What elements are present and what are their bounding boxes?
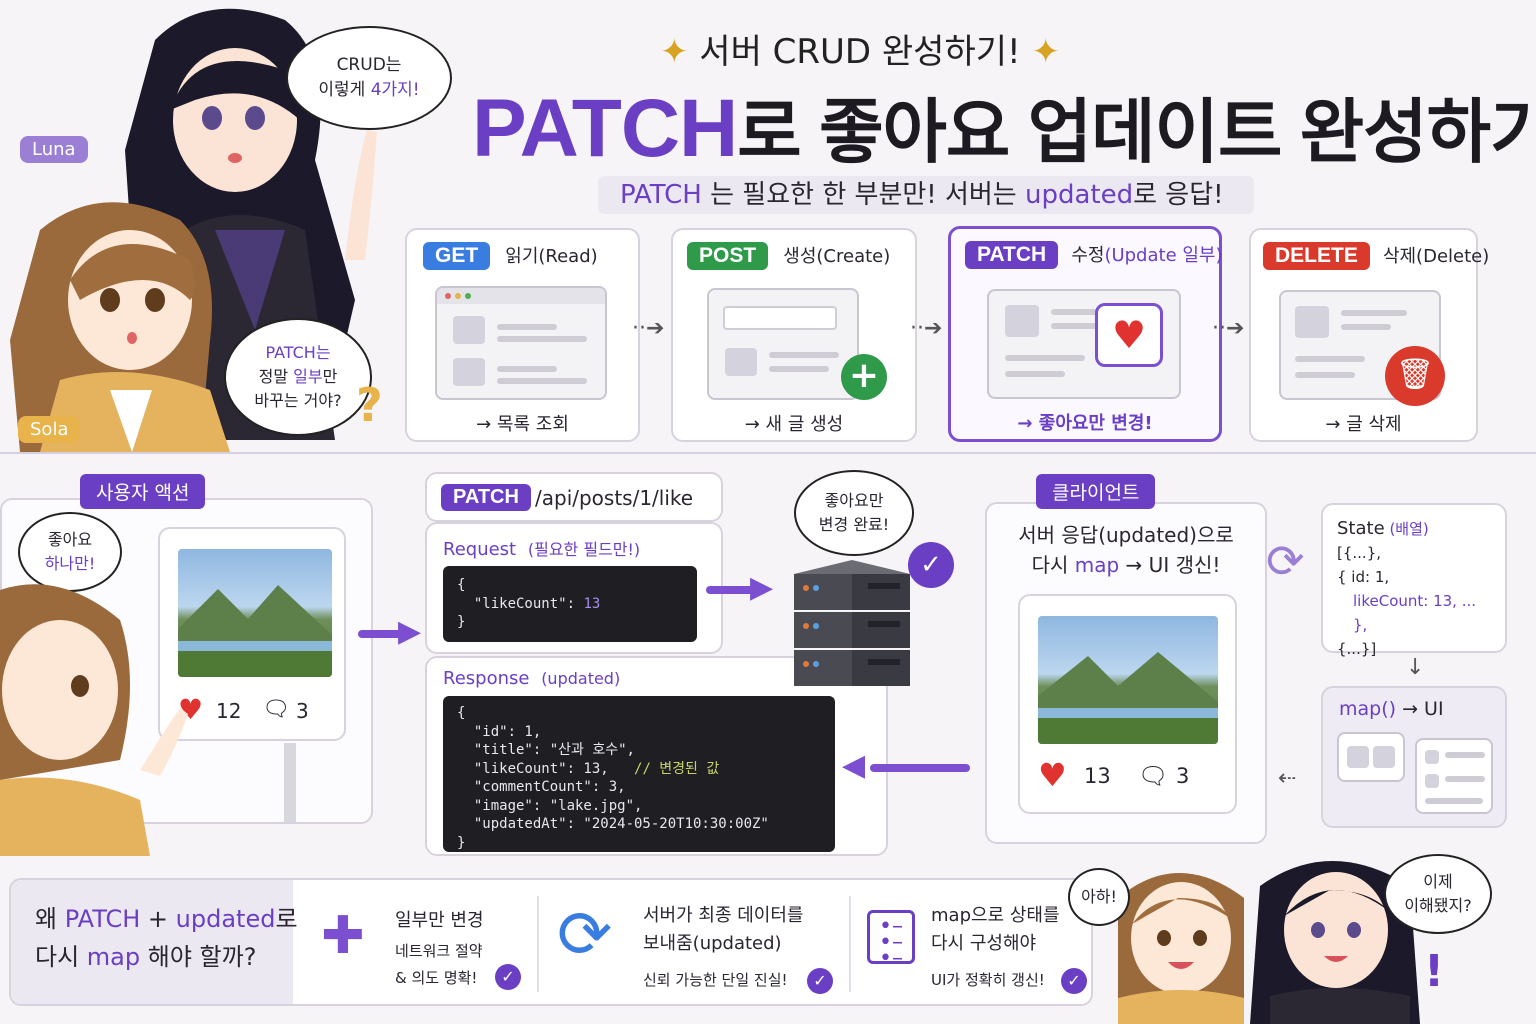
post-badge: POST bbox=[687, 242, 769, 270]
sola-character-illustration bbox=[10, 202, 230, 452]
endpoint-card: PATCH /api/posts/1/like bbox=[425, 472, 723, 522]
why-item-title: map으로 상태를 bbox=[931, 905, 1060, 926]
get-label: 읽기(Read) bbox=[505, 246, 598, 267]
response-card: Response (updated) { "id": 1, "title": "… bbox=[425, 656, 888, 856]
flow-arrow bbox=[358, 630, 408, 638]
section-divider bbox=[0, 452, 1536, 454]
list-view-icon bbox=[1415, 738, 1493, 814]
luna-speech-bubble: CRUD는 이렇게 4가지! bbox=[286, 26, 452, 130]
map-label: map() → UI bbox=[1339, 698, 1444, 720]
why-item-title: 서버가 최종 데이터를 bbox=[643, 905, 804, 926]
like-count: 12 bbox=[216, 699, 242, 723]
endpoint-path: /api/posts/1/like bbox=[535, 486, 694, 510]
refresh-icon: ⟳ bbox=[1266, 534, 1305, 588]
map-card: map() → UI bbox=[1321, 686, 1507, 828]
comment-count: 3 bbox=[1176, 764, 1190, 788]
why-item-title: 일부만 변경 bbox=[395, 910, 484, 931]
sola-name-tag: Sola bbox=[18, 416, 81, 443]
flow-arrow bbox=[870, 764, 970, 772]
client-description: 서버 응답(updated)으로 다시 map → UI 갱신! bbox=[1018, 523, 1234, 577]
response-code: { "id": 1, "title": "산과 호수", "likeCount"… bbox=[443, 696, 835, 852]
form-mockup bbox=[707, 288, 859, 400]
luna-thumbsup-illustration bbox=[1250, 861, 1420, 1024]
plus-icon: + bbox=[841, 354, 887, 400]
exclamation-icon: ! bbox=[1424, 946, 1445, 997]
heart-icon: ♥ bbox=[1095, 303, 1163, 367]
arrow-left-icon: ⇠ bbox=[1278, 766, 1297, 791]
check-icon: ✓ bbox=[807, 968, 833, 994]
heart-icon[interactable]: ♥ bbox=[1038, 756, 1067, 794]
check-icon: ✓ bbox=[1061, 968, 1087, 994]
arrow-down-icon: ↓ bbox=[1406, 655, 1425, 680]
request-card: Request (필요한 필드만!) { "likeCount": 13 } bbox=[425, 522, 723, 654]
page-title: PATCH로 좋아요 업데이트 완성하기 bbox=[472, 83, 1536, 174]
server-icon bbox=[794, 560, 910, 686]
request-note: (필요한 필드만!) bbox=[527, 540, 641, 559]
comment-count: 3 bbox=[296, 699, 309, 723]
post-card: POST 생성(Create) + → 새 글 생성 bbox=[671, 228, 917, 442]
patch-label: 수정(Update 일부) bbox=[1071, 245, 1223, 266]
why-section: 왜 PATCH + updated로 다시 map 해야 할까? ✚ 일부만 변… bbox=[9, 878, 1093, 1006]
arrow-icon: ··➔ bbox=[910, 316, 943, 341]
flow-arrow bbox=[706, 586, 760, 594]
why-question: 왜 PATCH + updated로 다시 map 해야 할까? bbox=[35, 905, 298, 971]
comment-icon: 🗨 bbox=[1138, 762, 1169, 790]
list-mockup bbox=[435, 286, 607, 400]
request-title: Request bbox=[443, 539, 517, 560]
delete-label: 삭제(Delete) bbox=[1382, 246, 1490, 267]
check-icon: ✓ bbox=[495, 964, 521, 990]
post-card-before: ♥ 12 🗨 3 bbox=[158, 527, 346, 741]
request-code: { "likeCount": 13 } bbox=[443, 566, 697, 642]
response-title: Response bbox=[443, 668, 530, 689]
client-tag: 클라이언트 bbox=[1036, 474, 1156, 509]
state-card: State (배열) [{...}, { id: 1, likeCount: 1… bbox=[1321, 503, 1507, 658]
luna-name-tag: Luna bbox=[20, 136, 88, 163]
subtitle: ✦ 서버 CRUD 완성하기! ✦ bbox=[660, 32, 1060, 72]
sola-pointing-illustration bbox=[0, 584, 188, 856]
arrow-icon: ··➔ bbox=[1212, 316, 1245, 341]
get-card: GET 읽기(Read) → 목록 조회 bbox=[405, 228, 640, 442]
check-circle-icon: ✓ bbox=[908, 542, 954, 588]
delete-caption: → 글 삭제 bbox=[1325, 414, 1402, 435]
understand-bubble: 이제 이해됐지? bbox=[1384, 854, 1492, 934]
server-done-bubble: 좋아요만 변경 완료! bbox=[794, 470, 914, 556]
delete-card: DELETE 삭제(Delete) 🗑 → 글 삭제 bbox=[1249, 228, 1489, 442]
get-badge: GET bbox=[423, 242, 491, 270]
post-caption: → 새 글 생성 bbox=[744, 414, 844, 435]
state-title: State bbox=[1337, 518, 1385, 539]
puzzle-icon: ✚ bbox=[321, 906, 365, 966]
arrow-head-icon: ▶ bbox=[750, 570, 774, 605]
question-mark-icon: ? bbox=[356, 378, 383, 432]
post-card-after: ♥ 13 🗨 3 bbox=[1018, 594, 1237, 814]
request-method-badge: PATCH bbox=[441, 484, 531, 511]
sola-smiling-illustration bbox=[1118, 873, 1244, 1024]
lake-photo bbox=[178, 549, 332, 677]
like-one-bubble: 좋아요 하나만! bbox=[18, 512, 122, 592]
tagline: PATCH 는 필요한 한 부분만! 서버는 updated로 응답! bbox=[598, 176, 1254, 214]
patch-badge: PATCH bbox=[965, 241, 1059, 269]
comment-icon: 🗨 bbox=[262, 697, 290, 722]
patch-caption: → 좋아요만 변경! bbox=[1017, 413, 1153, 434]
lake-photo bbox=[1038, 616, 1218, 744]
arrow-head-icon: ▶ bbox=[398, 614, 422, 649]
list-icon: •–•–•– bbox=[867, 910, 915, 970]
aha-bubble: 아하! bbox=[1068, 868, 1130, 926]
trash-icon: 🗑 bbox=[1385, 346, 1445, 406]
patch-card: PATCH 수정(Update 일부) ♥ → 좋아요만 변경! bbox=[948, 226, 1223, 442]
sola-speech-bubble: PATCH는 정말 일부만 바꾸는 거야? bbox=[224, 318, 372, 436]
post-label: 생성(Create) bbox=[783, 246, 891, 267]
response-note: (updated) bbox=[541, 669, 621, 688]
arrow-head-icon: ◀ bbox=[842, 748, 866, 783]
get-caption: → 목록 조회 bbox=[476, 414, 569, 435]
arrow-icon: ··➔ bbox=[632, 316, 665, 341]
signpost bbox=[284, 743, 296, 823]
sync-icon: ⟳ bbox=[557, 896, 613, 973]
delete-badge: DELETE bbox=[1263, 242, 1370, 270]
like-count: 13 bbox=[1084, 764, 1111, 788]
user-action-tag: 사용자 액션 bbox=[80, 474, 206, 509]
grid-view-icon bbox=[1337, 732, 1405, 782]
